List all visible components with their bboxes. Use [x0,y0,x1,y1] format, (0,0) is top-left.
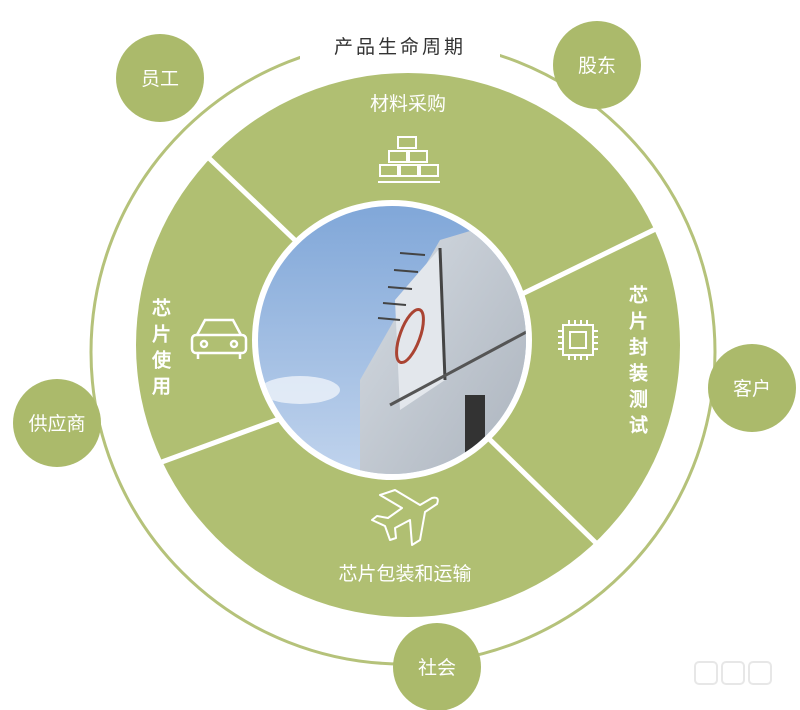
segment-label-material-procurement: 材料采购 [370,93,446,115]
stakeholder-society: 社会 [393,623,481,710]
stakeholder-label: 员工 [141,68,179,90]
stakeholder-shareholders: 股东 [553,21,641,109]
watermark-logo [694,661,772,685]
stakeholder-label: 股东 [578,55,616,77]
stakeholder-suppliers: 供应商 [13,379,101,467]
airplane-icon [371,489,439,546]
segment-label-chip-usage: 芯片使用 [149,297,172,402]
car-icon [190,318,248,359]
stakeholder-label: 客户 [733,378,771,400]
gold-bars-icon [378,136,440,183]
segment-dividers [139,138,672,547]
factory-photo [258,206,526,474]
stakeholder-customers: 客户 [708,344,796,432]
chip-icon [558,320,598,360]
ring-title: 产品生命周期 [334,36,466,58]
stakeholder-employees: 员工 [116,34,204,122]
segment-label-chip-packaging-testing: 芯片封装测试 [626,284,649,441]
segment-label-chip-packing-transport: 芯片包装和运输 [338,563,471,585]
stakeholder-label: 供应商 [28,413,85,435]
stakeholder-label: 社会 [418,657,456,679]
